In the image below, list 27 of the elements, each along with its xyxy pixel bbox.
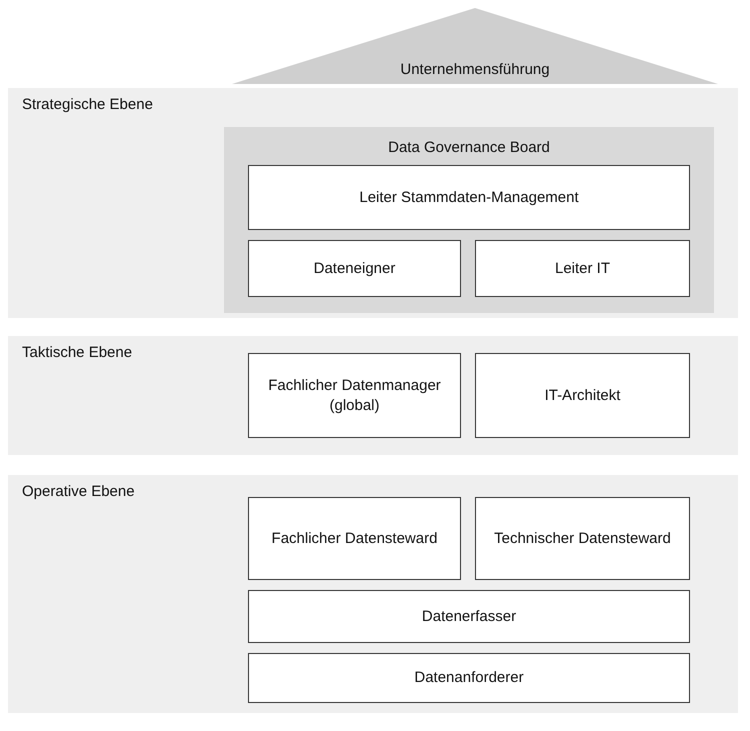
role-box [248, 497, 461, 580]
role-box [248, 653, 690, 703]
role-box [248, 590, 690, 643]
board-panel [224, 127, 714, 313]
level-title: Strategische Ebene [22, 96, 153, 113]
role-box [248, 165, 690, 230]
role-label: Fachlicher Datenmanager (global) [267, 376, 442, 415]
level-title: Operative Ebene [22, 483, 135, 500]
role-box [475, 353, 690, 438]
roof-label: Unternehmensführung [400, 61, 550, 78]
role-box [248, 353, 461, 438]
role-label: Leiter Stammdaten-Management [358, 188, 580, 208]
role-label: Leiter IT [554, 258, 612, 278]
role-box [475, 240, 690, 297]
role-label: Dateneigner [312, 258, 396, 278]
role-label: IT-Architekt [544, 386, 622, 406]
level-title: Taktische Ebene [22, 344, 132, 361]
role-label: Fachlicher Datensteward [270, 528, 438, 548]
level-band [8, 475, 738, 713]
level-band [8, 88, 738, 318]
role-label: Datenanforderer [413, 668, 525, 688]
role-box [248, 240, 461, 297]
level-band [8, 336, 738, 455]
board-title: Data Governance Board [387, 139, 551, 156]
role-label: Technischer Datensteward [493, 528, 672, 548]
role-label: Datenerfasser [420, 606, 518, 626]
role-box [475, 497, 690, 580]
